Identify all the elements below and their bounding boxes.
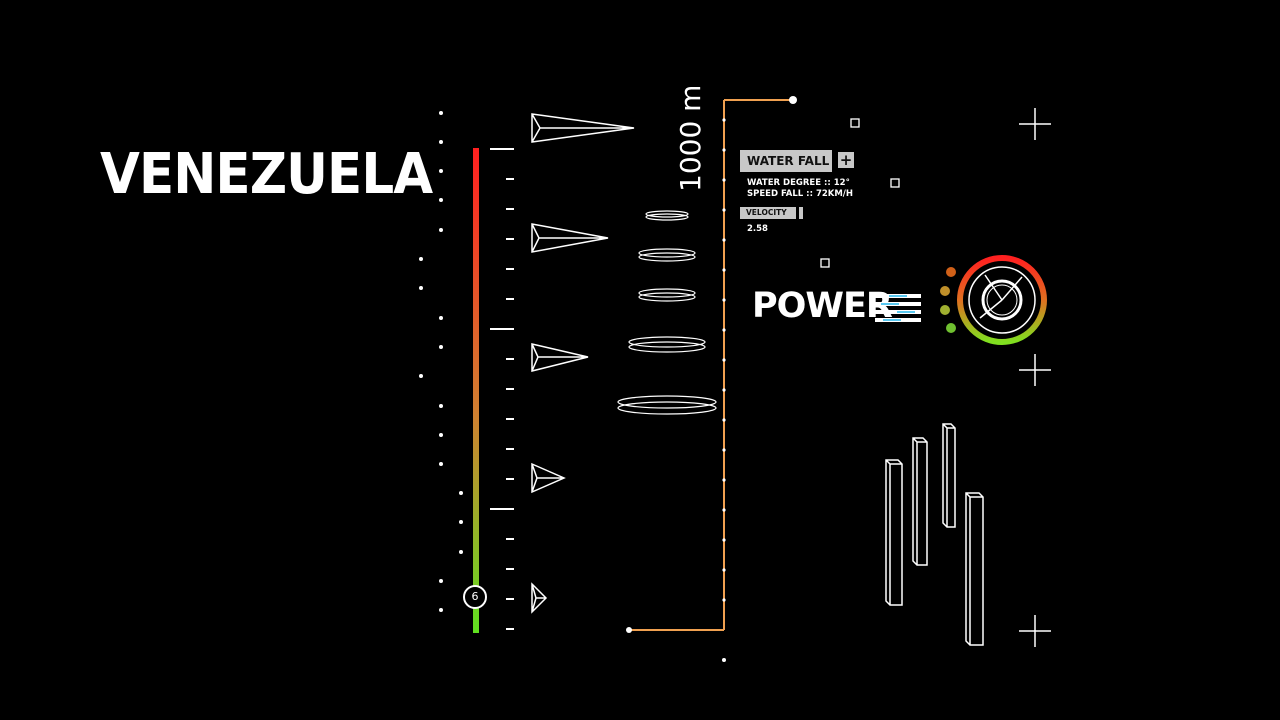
velocity-button[interactable]: VELOCITY — [740, 207, 796, 219]
disc-icon — [617, 210, 717, 415]
marker-squares — [820, 118, 900, 268]
waterfall-stats: WATER DEGREE :: 12° SPEED FALL :: 72KM/H — [747, 178, 853, 200]
plus-icon[interactable]: + — [838, 151, 854, 169]
gauge-ticks — [490, 148, 514, 630]
water-degree: WATER DEGREE :: 12° — [747, 178, 850, 188]
dot-column — [419, 111, 463, 612]
height-label: 1000 m — [674, 84, 707, 192]
status-dots — [940, 267, 956, 333]
velocity-indicator — [799, 207, 803, 219]
power-bars-icon[interactable] — [873, 294, 923, 322]
paper-plane-icon — [531, 113, 635, 614]
speed-fall: SPEED FALL :: 72KM/H — [747, 189, 854, 199]
power-label: POWER — [752, 286, 893, 326]
pillar-chart — [885, 423, 984, 646]
waterfall-button[interactable]: WATER FALL — [740, 150, 832, 172]
altitude-gauge — [473, 148, 479, 633]
waterfall-height-line — [626, 96, 797, 662]
country-title: VENEZUELA — [100, 142, 433, 207]
velocity-value: 2.58 — [747, 224, 768, 234]
power-dial-icon — [957, 255, 1047, 345]
level-indicator[interactable]: 6 — [463, 585, 487, 609]
crosshair-icon — [1019, 108, 1051, 647]
